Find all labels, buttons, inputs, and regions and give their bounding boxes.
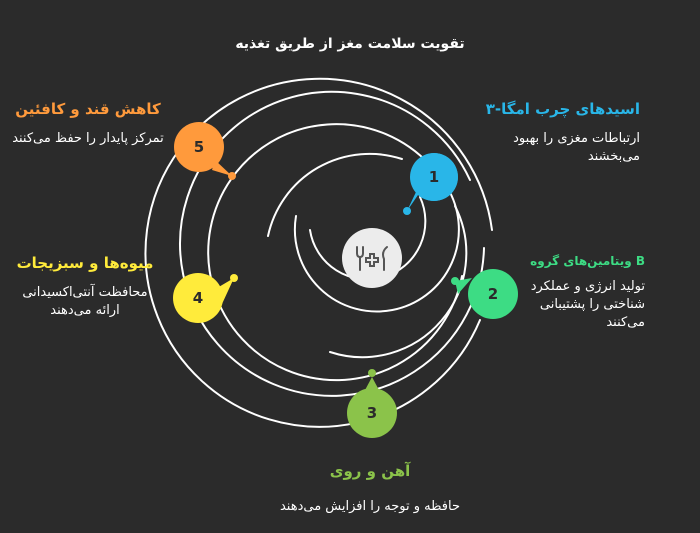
badge-3: 3 <box>347 377 397 438</box>
orbit-ring-3 <box>329 205 468 359</box>
item-2: B ویتامین‌های گروه تولید انرژی و عملکرد … <box>515 250 645 332</box>
item-3: آهن و روی حافظه و توجه را افزایش می‌دهند <box>240 460 500 516</box>
item-5: کاهش قند و کافئین تمرکز پایدار را حفظ می… <box>8 98 168 148</box>
item-5-heading: کاهش قند و کافئین <box>15 100 161 118</box>
svg-text:2: 2 <box>488 285 498 303</box>
orbit-ring-2 <box>293 186 460 313</box>
item-4-heading: میوه‌ها و سبزیجات <box>16 254 154 272</box>
fork-plus-knife-icon <box>342 228 402 288</box>
page-title: تقویت سلامت مغز از طریق تغذیه <box>235 36 465 52</box>
orbit-ring-5 <box>179 90 485 397</box>
badge-5: 5 <box>174 122 232 176</box>
svg-text:3: 3 <box>367 404 377 422</box>
orbit-ring-3b <box>267 152 403 237</box>
item-4-description: محافظت آنتی‌اکسیدانی ارائه می‌دهند <box>22 285 148 318</box>
badge-4: 4 <box>173 273 234 323</box>
item-2-heading: B ویتامین‌های گروه <box>530 254 645 268</box>
badge-2: 2 <box>455 269 518 319</box>
item-1: اسیدهای چرب امگا-۳ ارتباطات مغزی را بهبو… <box>470 98 640 166</box>
item-1-description: ارتباطات مغزی را بهبود می‌بخشند <box>513 131 640 164</box>
badge-1: 1 <box>407 153 458 211</box>
item-3-description: حافظه و توجه را افزایش می‌دهند <box>279 499 460 514</box>
item-5-description: تمرکز پایدار را حفظ می‌کنند <box>12 131 164 146</box>
item-2-description: تولید انرژی و عملکرد شناختی را پشتیبانی … <box>530 279 645 330</box>
svg-text:5: 5 <box>194 138 204 156</box>
item-4: میوه‌ها و سبزیجات محافظت آنتی‌اکسیدانی ا… <box>10 252 160 320</box>
svg-text:4: 4 <box>193 289 203 307</box>
item-3-heading: آهن و روی <box>329 462 411 480</box>
svg-text:1: 1 <box>429 168 439 186</box>
item-1-heading: اسیدهای چرب امگا-۳ <box>485 100 640 118</box>
marker-dot-3 <box>368 369 376 377</box>
